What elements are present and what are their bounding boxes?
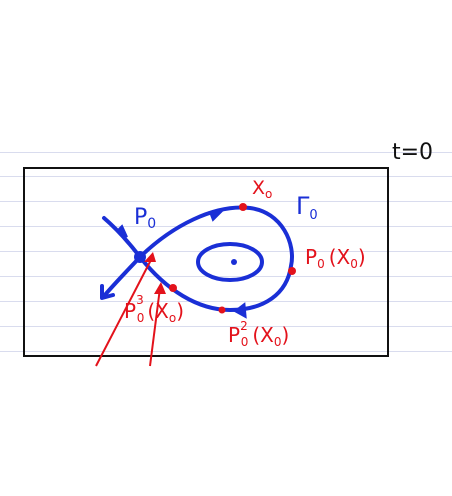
p02x0-label-argument-subscript: 0 (274, 335, 282, 349)
p0x0-label-argument: (X (329, 245, 351, 269)
x0-point (239, 203, 247, 211)
p02x0-label: P2 0(X0) (228, 319, 289, 349)
center-point (231, 259, 237, 265)
inner-orbit (196, 242, 264, 282)
arrowhead-top (208, 209, 225, 222)
ruled-line (0, 326, 452, 327)
ruled-line (0, 152, 452, 153)
p02x0-label-superscript: 2 (240, 319, 248, 333)
p03x0-label-argument-subscript: o (169, 311, 176, 325)
p02x0-label-letter: P (228, 323, 240, 347)
gamma0-label-letter: Γ (296, 192, 310, 220)
p02x0-point (218, 306, 226, 314)
p03x0-label: P3 0(Xo) (124, 293, 184, 325)
arrowhead-incoming (116, 224, 128, 238)
ruled-line (0, 276, 452, 277)
p03x0-label-argument: (X (147, 299, 169, 323)
p0x0-label-close: ) (358, 245, 366, 269)
p03x0-point (169, 284, 177, 292)
p0x0-label-argument-subscript: 0 (350, 257, 358, 271)
saddle-point (134, 251, 146, 263)
x0-label-subscript: o (265, 187, 272, 201)
pointer-arrow-p03 (149, 287, 161, 367)
p0-label-subscript: 0 (147, 216, 156, 232)
p03x0-label-letter: P (124, 299, 136, 323)
p03x0-label-superscript: 3 (136, 293, 144, 307)
ruled-line (0, 226, 452, 227)
gamma0-label-subscript: 0 (309, 208, 317, 223)
homoclinic-loop (138, 205, 294, 313)
p02x0-label-argument: (X (252, 323, 274, 347)
ruled-line (0, 251, 452, 252)
x0-label: Xo (252, 177, 272, 201)
arrowhead-bottom (233, 302, 247, 319)
x0-label-letter: X (252, 177, 265, 199)
ruled-line (0, 176, 452, 177)
p0x0-label-letter: P (305, 245, 317, 269)
ruled-line (0, 201, 452, 202)
frame-rectangle (23, 167, 389, 357)
ruled-line (0, 351, 452, 352)
pointer-arrow-to-saddle (95, 255, 154, 367)
ruled-line (0, 301, 452, 302)
p0x0-label: P0(X0) (305, 245, 366, 271)
pointer-arrowhead-saddle (144, 252, 156, 262)
p02x0-label-close: ) (282, 323, 290, 347)
gamma0-label: Γ0 (296, 192, 318, 223)
p0x0-label-subscript: 0 (317, 257, 325, 271)
arrowhead-outgoing (100, 284, 115, 300)
p0-label: P0 (134, 205, 156, 232)
time-label: t=0 (392, 140, 433, 165)
p0-label-letter: P (134, 205, 147, 230)
p03x0-label-subscript: 0 (137, 311, 145, 325)
pointer-arrowhead-p03 (154, 282, 166, 294)
p0x0-point (288, 267, 296, 275)
p03x0-label-close: ) (176, 299, 184, 323)
p02x0-label-subscript: 0 (241, 335, 249, 349)
